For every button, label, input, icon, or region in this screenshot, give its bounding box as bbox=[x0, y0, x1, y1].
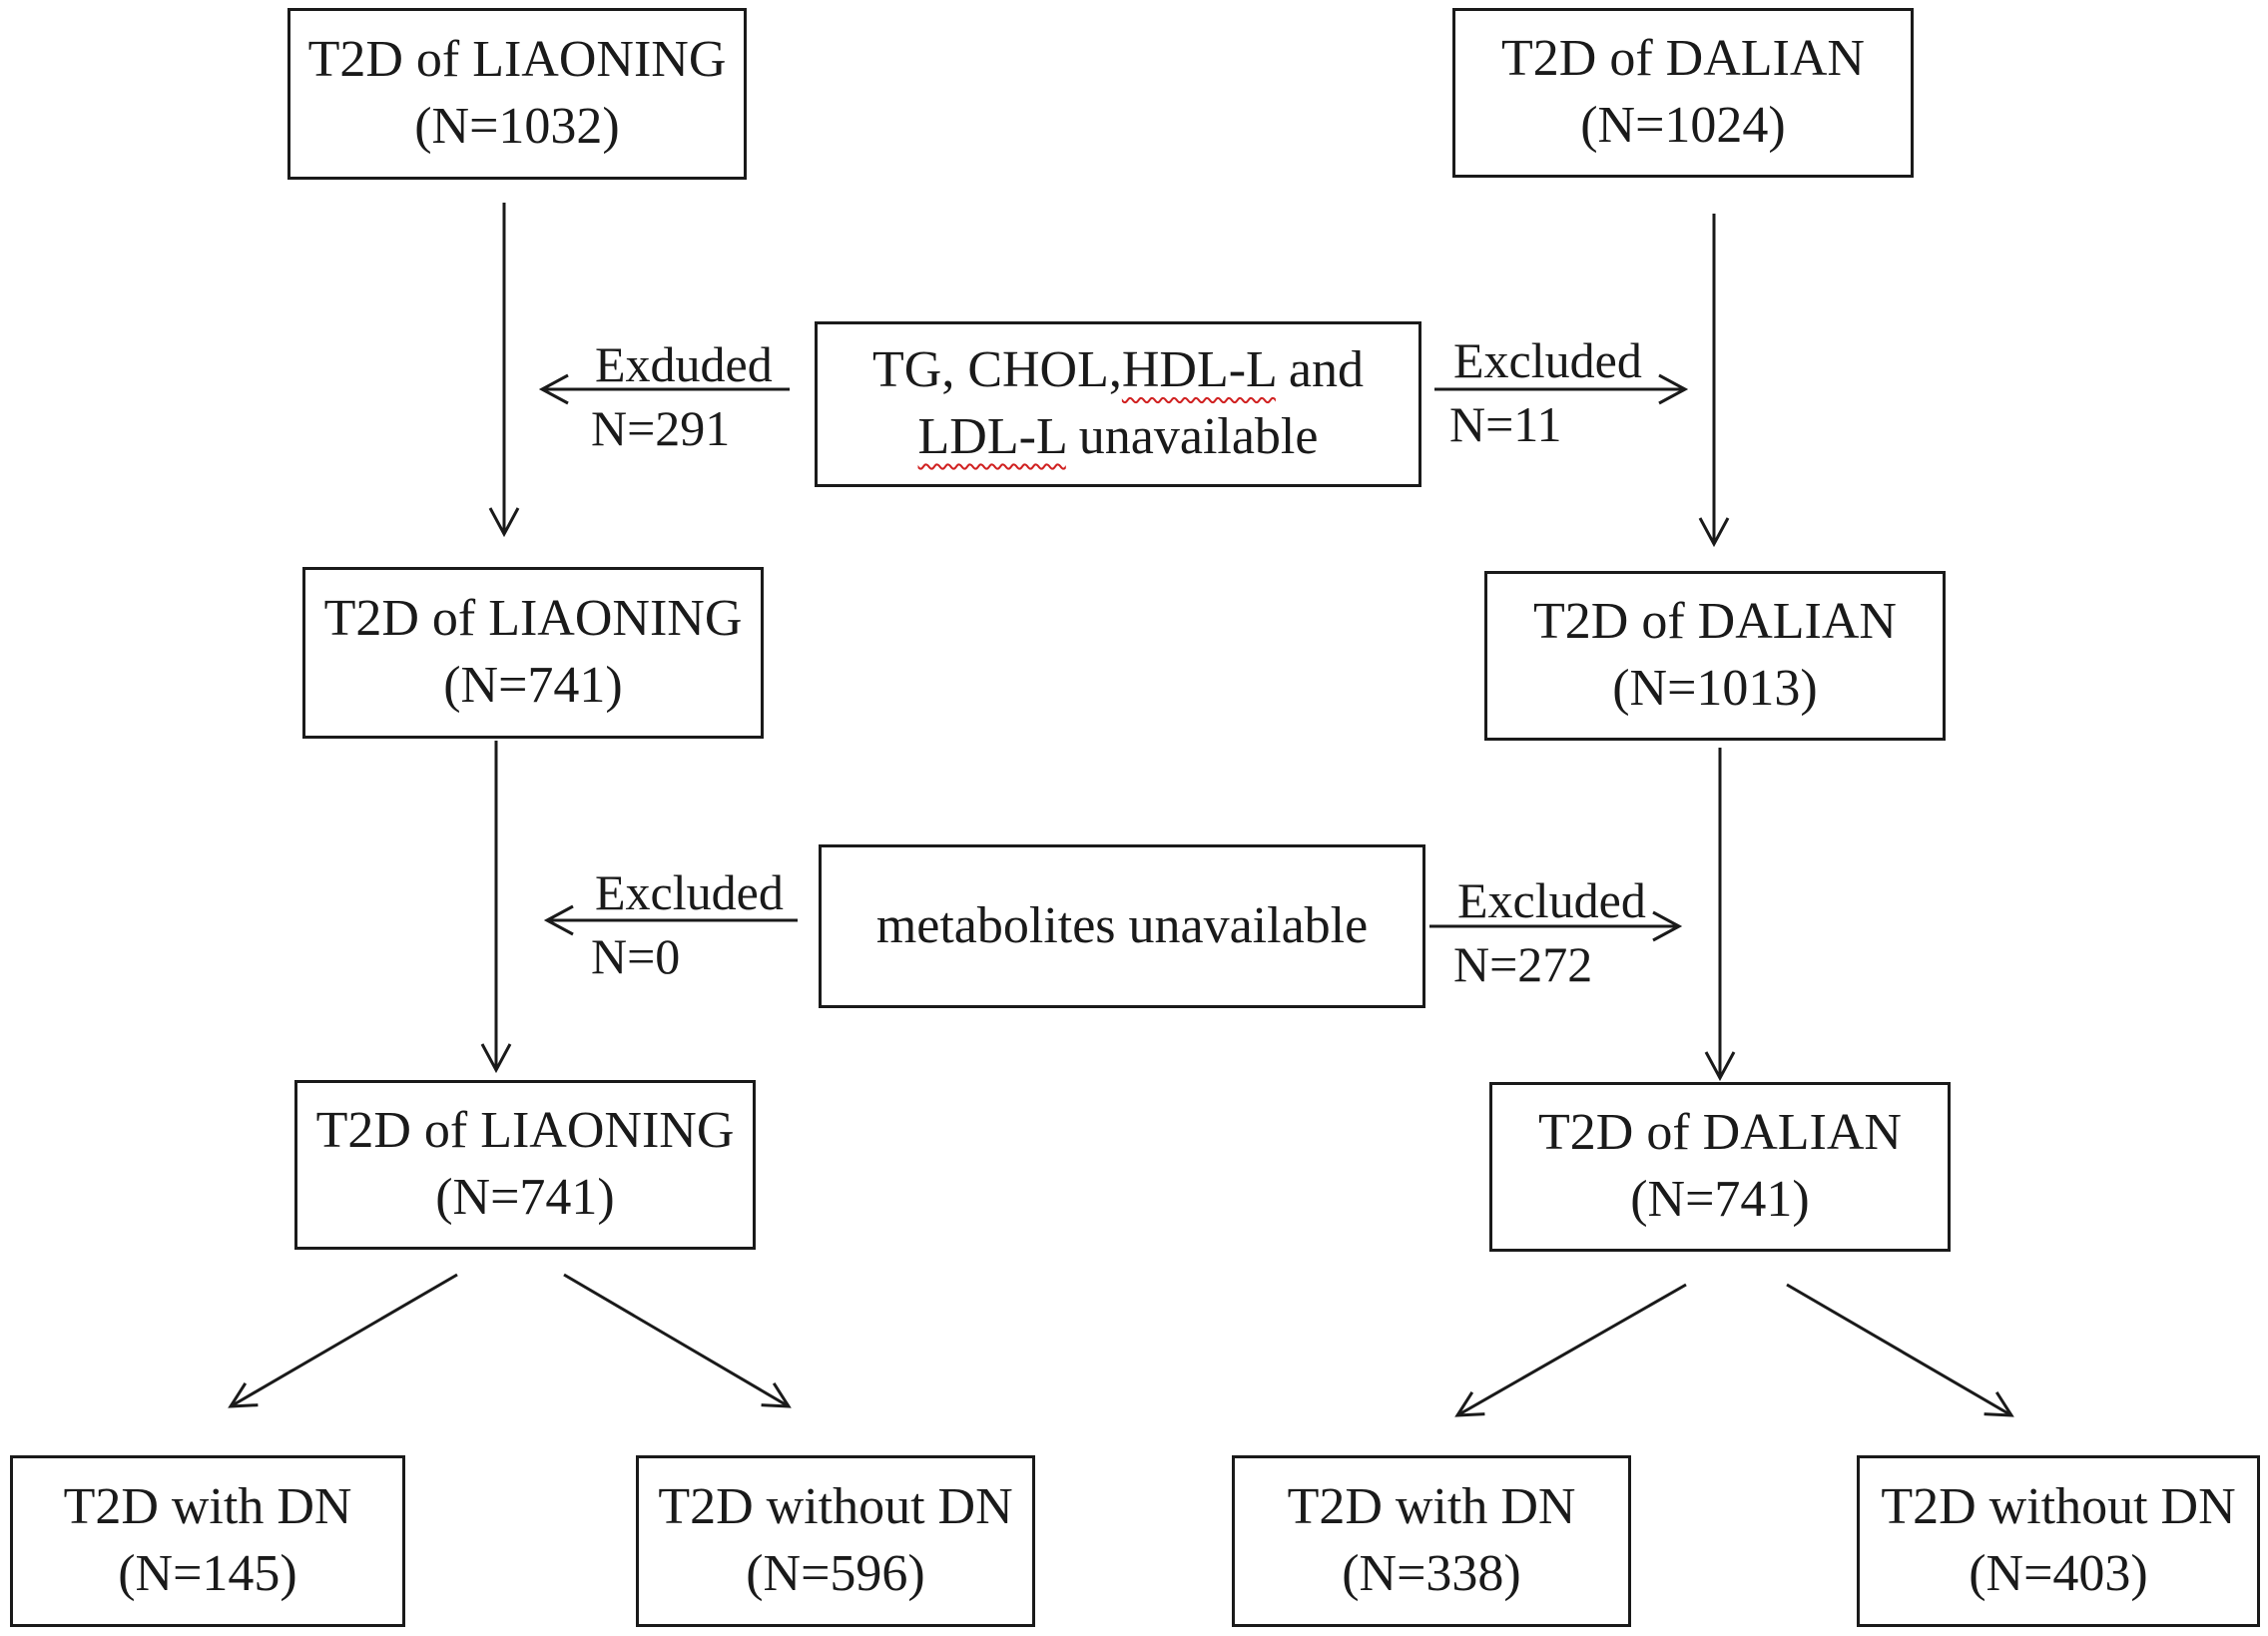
excluded-text: Excluded bbox=[595, 864, 784, 920]
criteria-line-2: LDL-L unavailable bbox=[918, 404, 1319, 471]
box-count: (N=338) bbox=[1342, 1545, 1521, 1602]
dalian-top-box: T2D of DALIAN (N=1024) bbox=[1452, 8, 1914, 178]
criteria-text: unavailable bbox=[1065, 408, 1319, 465]
box-count: (N=741) bbox=[435, 1169, 615, 1226]
arrow-liaoning-to-without-dn bbox=[563, 1273, 790, 1408]
arrowhead bbox=[1704, 1051, 1736, 1082]
box-title: T2D with DN bbox=[63, 1478, 352, 1536]
arrow-dalian-to-with-dn bbox=[1456, 1283, 1687, 1417]
box-title: T2D of DALIAN bbox=[1538, 1104, 1902, 1162]
box-count: (N=1032) bbox=[414, 98, 620, 155]
criteria-text: and bbox=[1275, 341, 1364, 399]
dalian-with-dn-box: T2D with DN (N=338) bbox=[1232, 1455, 1631, 1627]
box-count: (N=403) bbox=[1969, 1545, 2148, 1602]
metabolites-unavailable-box: metabolites unavailable bbox=[819, 844, 1425, 1008]
box-title: T2D without DN bbox=[1881, 1478, 2236, 1536]
criteria-text-flagged: HDL-L bbox=[1121, 341, 1276, 399]
criteria-text-flagged: LDL-L bbox=[917, 408, 1066, 465]
dalian-without-dn-box: T2D without DN (N=403) bbox=[1857, 1455, 2260, 1627]
dalian-mid-box: T2D of DALIAN (N=1013) bbox=[1484, 571, 1946, 741]
box-count: (N=596) bbox=[746, 1545, 925, 1602]
exclusion-label-dalian-1: Excluded N=11 bbox=[1449, 328, 1642, 456]
excluded-count: N=11 bbox=[1449, 396, 1562, 452]
criteria-text: TG, CHOL, bbox=[872, 341, 1122, 399]
arrow-liaoning-to-with-dn bbox=[230, 1273, 458, 1408]
liaoning-without-dn-box: T2D without DN (N=596) bbox=[636, 1455, 1035, 1627]
excluded-count: N=272 bbox=[1453, 936, 1593, 992]
liaoning-top-box: T2D of LIAONING (N=1032) bbox=[287, 8, 747, 180]
box-count: (N=1024) bbox=[1580, 97, 1786, 154]
excluded-text: Excluded bbox=[1457, 872, 1646, 928]
arrow-dalian-to-without-dn bbox=[1786, 1283, 2012, 1417]
arrowhead bbox=[1652, 910, 1683, 942]
arrowhead bbox=[538, 373, 569, 405]
box-title: T2D of LIAONING bbox=[307, 31, 727, 89]
arrowhead bbox=[480, 1043, 512, 1074]
excluded-count: N=0 bbox=[591, 928, 681, 984]
liaoning-with-dn-box: T2D with DN (N=145) bbox=[10, 1455, 405, 1627]
arrowhead bbox=[761, 1381, 792, 1408]
box-title: T2D of DALIAN bbox=[1501, 30, 1865, 88]
arrowhead bbox=[1984, 1390, 2014, 1417]
excluded-text: Exduded bbox=[595, 336, 773, 392]
liaoning-mid-box: T2D of LIAONING (N=741) bbox=[302, 567, 764, 739]
exclusion-label-liaoning-2: Excluded N=0 bbox=[591, 860, 784, 988]
liaoning-bottom-box: T2D of LIAONING (N=741) bbox=[294, 1080, 756, 1250]
box-count: (N=145) bbox=[118, 1545, 297, 1602]
box-title: T2D of DALIAN bbox=[1533, 593, 1897, 651]
arrowhead bbox=[228, 1381, 259, 1408]
lipids-unavailable-box: TG, CHOL,HDL-L and LDL-L unavailable bbox=[815, 321, 1421, 487]
box-title: T2D without DN bbox=[658, 1478, 1013, 1536]
box-count: (N=1013) bbox=[1612, 660, 1818, 717]
box-title: T2D of LIAONING bbox=[315, 1102, 735, 1160]
exclusion-label-liaoning-1: Exduded N=291 bbox=[591, 332, 773, 460]
excluded-count: N=291 bbox=[591, 400, 731, 456]
arrowhead bbox=[488, 507, 520, 538]
exclusion-label-dalian-2: Excluded N=272 bbox=[1453, 868, 1646, 996]
arrowhead bbox=[1658, 373, 1689, 405]
arrowhead bbox=[543, 904, 574, 936]
excluded-text: Excluded bbox=[1453, 332, 1642, 388]
dalian-bottom-box: T2D of DALIAN (N=741) bbox=[1489, 1082, 1951, 1252]
criteria-text: metabolites unavailable bbox=[875, 896, 1369, 954]
arrowhead bbox=[1698, 517, 1730, 548]
box-count: (N=741) bbox=[1630, 1171, 1810, 1228]
box-title: T2D of LIAONING bbox=[323, 590, 743, 648]
box-title: T2D with DN bbox=[1287, 1478, 1576, 1536]
arrowhead bbox=[1454, 1390, 1485, 1417]
criteria-line-1: TG, CHOL,HDL-L and bbox=[872, 337, 1364, 404]
box-count: (N=741) bbox=[443, 657, 623, 714]
